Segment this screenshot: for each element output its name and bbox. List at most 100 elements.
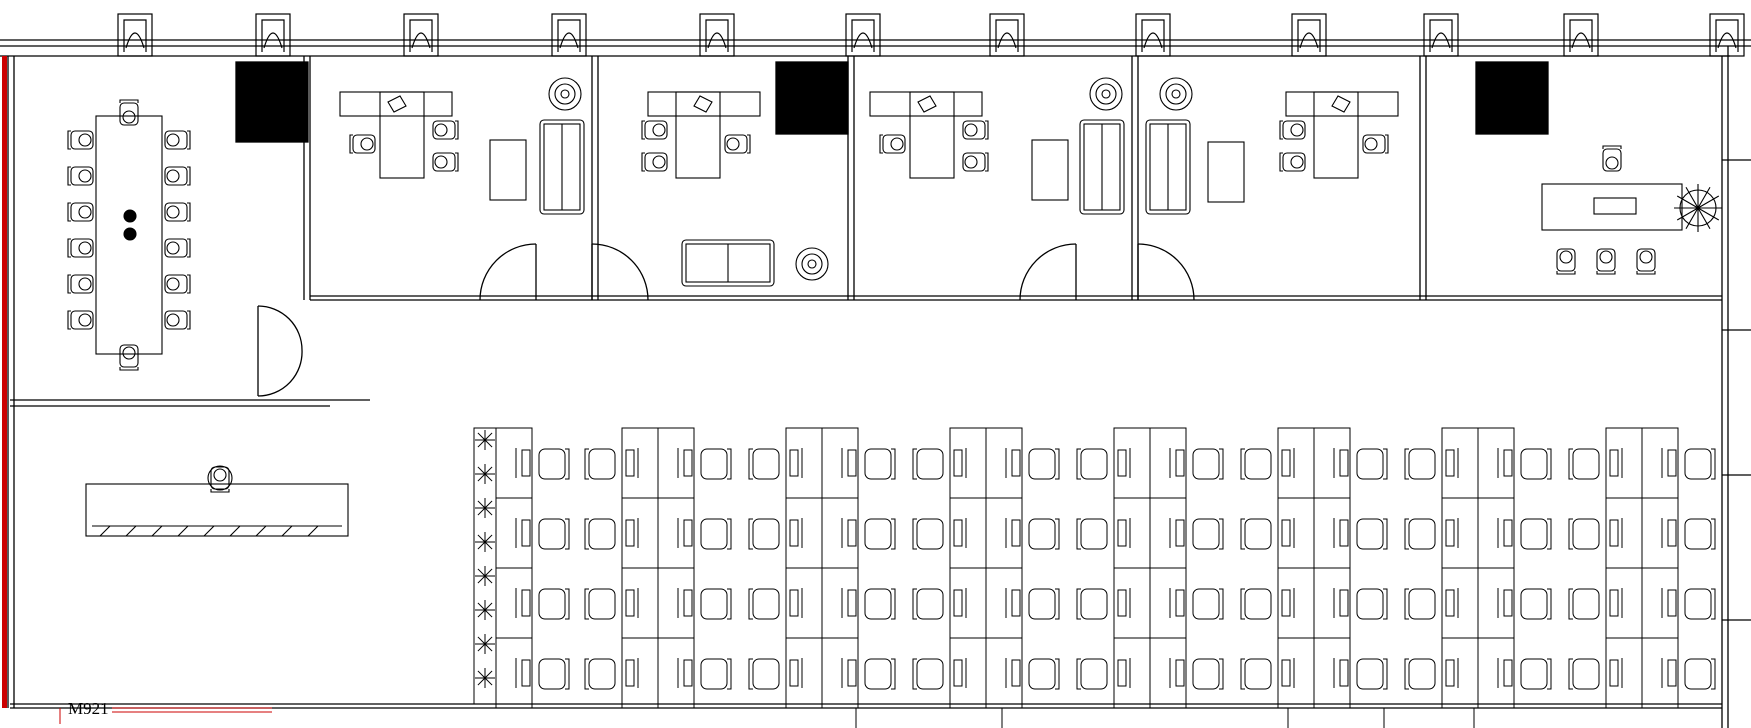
chair-seat [1356,518,1384,550]
chair-seat [1282,152,1306,172]
window-curtain [411,32,431,49]
task-chair [700,448,732,480]
chair [164,310,191,330]
workstation [1641,497,1716,569]
plant [801,253,823,275]
task-chair [700,518,732,550]
workstation [748,637,823,709]
task-chair [1404,448,1436,480]
chair-person [1605,156,1619,170]
task-chair [1076,588,1108,620]
chair-arm [67,310,71,330]
chair-back [1219,588,1224,620]
task-chair [538,448,570,480]
planter-leaf [477,500,486,509]
window-bay [117,13,153,57]
task-chair [1404,588,1436,620]
workstation [1641,567,1716,639]
task-chair [1028,518,1060,550]
desk [985,637,1023,709]
task-chair [1240,658,1272,690]
window-frame [705,19,729,52]
window-bay [1709,13,1745,57]
monitor [1011,449,1021,477]
monitor [1339,659,1349,687]
workstation [1313,427,1388,499]
chair-seat [724,134,748,154]
workstation [1240,427,1315,499]
task-chair [700,588,732,620]
planter-leaf [484,575,493,584]
window-bay [1563,13,1599,57]
chair-seat [752,658,780,690]
monitor [1445,659,1455,687]
chair-seat [1602,148,1622,172]
desk [1641,427,1679,499]
chair-seat [1572,518,1600,550]
task-chair [748,588,780,620]
planter-leaf [484,500,493,509]
chair-seat [916,518,944,550]
desk [1277,637,1315,709]
chair-back [1383,588,1388,620]
chair-seat [1684,588,1712,620]
chair-back [1404,588,1409,620]
window-frame [1429,19,1453,52]
monitor [847,589,857,617]
chair-person [434,155,448,169]
task-chair [1076,518,1108,550]
workstation [1313,637,1388,709]
workstation [1149,637,1224,709]
monitor [1011,659,1021,687]
monitor [789,449,799,477]
storage-block [775,61,849,135]
chair [641,152,668,172]
storage-block [235,61,309,143]
chair-back [727,658,732,690]
chair-back [748,658,753,690]
workstation [495,637,570,709]
monitor [1609,589,1619,617]
chair-back [727,518,732,550]
window-frame [851,19,875,52]
planter-leaf [477,507,486,516]
chair-seat [588,518,616,550]
chair-seat [1080,588,1108,620]
window-curtain [1717,32,1737,49]
chair-seat [864,448,892,480]
desk [1477,497,1515,569]
window-frame [409,19,433,52]
planter-leaf [484,541,493,550]
chair [1362,134,1389,154]
task-chair [1684,518,1716,550]
chair [432,152,459,172]
chair-person [1290,123,1304,137]
desk [495,567,533,639]
task-chair [1192,518,1224,550]
window-bay [845,13,881,57]
monitor [789,589,799,617]
monitor [1011,589,1021,617]
workstation [748,567,823,639]
chair-seat [588,588,616,620]
chair-seat [644,152,668,172]
chair [879,134,906,154]
red-door-mark [59,707,272,724]
chair-seat [432,152,456,172]
planter-leaf [484,602,493,611]
task-chair [912,588,944,620]
chair [1596,248,1616,275]
desk [1149,497,1187,569]
plant-leaf [1697,195,1720,209]
chair [119,99,139,126]
planter-leaf [477,473,486,482]
monitor [1011,519,1021,547]
desk-phone [693,95,713,113]
coffee-table [1207,141,1245,203]
desk-phone [917,95,937,113]
monitor [1117,519,1127,547]
receptionist [207,465,233,491]
chair-person [166,169,180,183]
task-chair [1404,518,1436,550]
sofa-frame [1079,119,1125,215]
